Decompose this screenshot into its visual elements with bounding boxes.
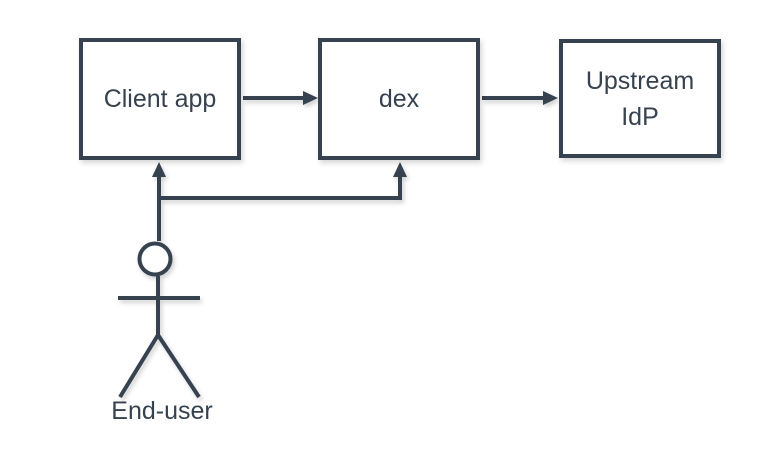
actor-head bbox=[137, 241, 173, 277]
edge-client-app-to-dex bbox=[243, 91, 318, 105]
edge-dex-to-upstream-idp bbox=[482, 91, 558, 105]
node-upstream-idp-label: Upstream IdP bbox=[585, 66, 695, 131]
edge-end-user-to-dex bbox=[159, 162, 407, 200]
edge-line bbox=[159, 177, 402, 200]
node-dex: dex bbox=[318, 38, 480, 160]
arrowhead-up-icon bbox=[393, 162, 407, 177]
node-client-app: Client app bbox=[79, 38, 241, 160]
actor-legs bbox=[118, 331, 201, 399]
arrowhead-right-icon bbox=[543, 91, 558, 105]
actor-figure bbox=[118, 241, 201, 399]
node-client-app-label: Client app bbox=[103, 85, 217, 113]
arrowhead-up-icon bbox=[152, 162, 166, 177]
arrowhead-right-icon bbox=[303, 91, 318, 105]
node-dex-label: dex bbox=[378, 85, 420, 113]
edge-end-user-to-client-app bbox=[152, 162, 166, 241]
node-upstream-idp: Upstream IdP bbox=[559, 39, 721, 158]
actor-label: End-user bbox=[111, 397, 213, 425]
